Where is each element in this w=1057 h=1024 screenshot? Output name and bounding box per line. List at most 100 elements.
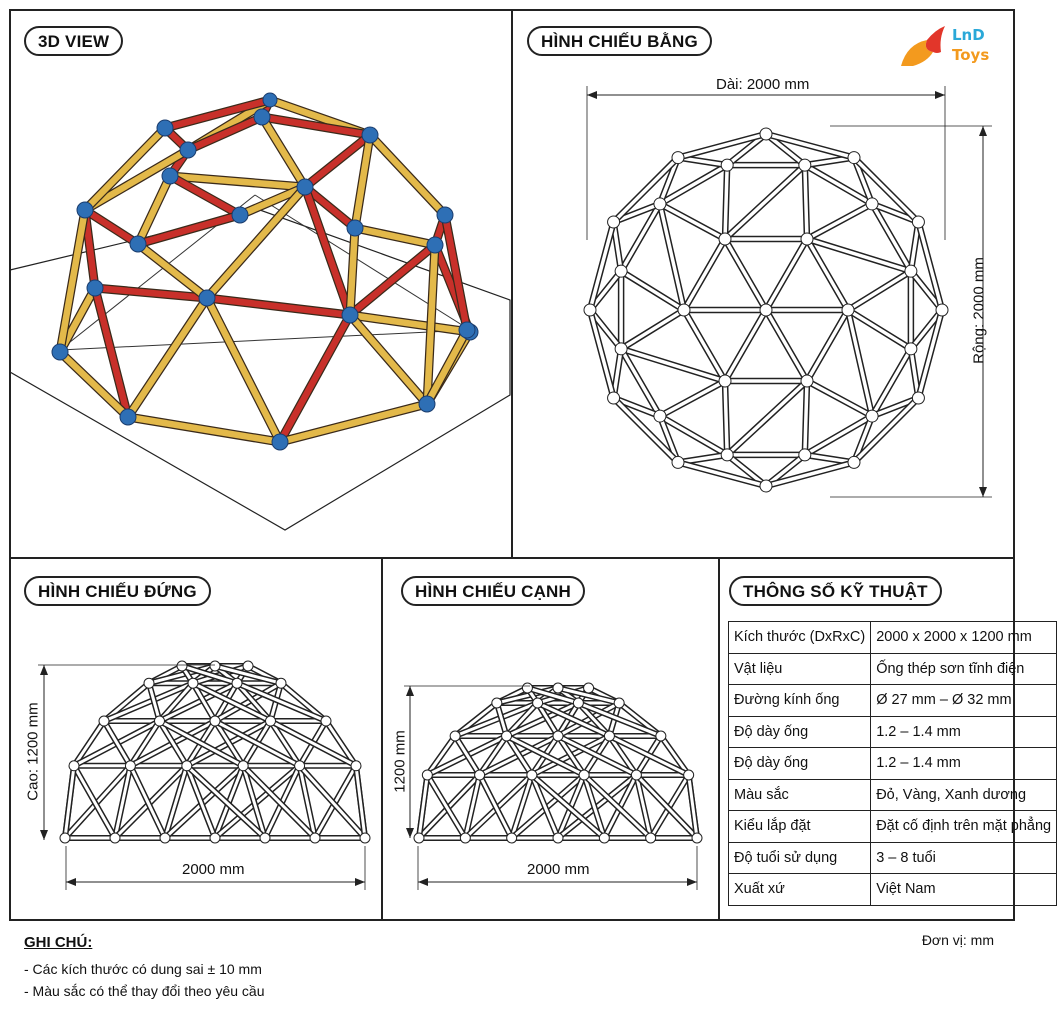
strut — [128, 719, 161, 768]
hub — [262, 92, 278, 108]
strut — [536, 701, 560, 738]
strut — [909, 308, 944, 351]
joint — [552, 832, 564, 844]
strut — [803, 155, 856, 167]
strut — [852, 155, 874, 206]
strut — [852, 414, 874, 465]
title-specs: THÔNG SỐ KỸ THUẬT — [729, 576, 942, 606]
joint — [187, 677, 199, 689]
joint — [532, 697, 544, 709]
joint — [59, 832, 71, 844]
strut — [870, 202, 921, 224]
hub — [296, 178, 314, 196]
spec-row: Kích thước (DxRxC)2000 x 2000 x 1200 mm — [727, 621, 1057, 654]
strut — [803, 453, 856, 465]
strut — [676, 460, 768, 488]
strut — [556, 734, 586, 777]
spec-label: Đường kính ống — [727, 684, 872, 717]
strut — [870, 396, 921, 418]
strut — [163, 764, 189, 840]
strut — [725, 453, 768, 488]
front-width-label: 2000 mm — [182, 861, 245, 878]
joint — [359, 832, 371, 844]
strut — [658, 202, 727, 241]
strut — [658, 163, 729, 206]
strut — [158, 719, 189, 768]
divider-bottom-left — [381, 557, 383, 921]
joint — [413, 832, 425, 844]
spec-value: Đặt cố định trên mặt phẳng — [870, 810, 1057, 843]
logo-flame-icon — [901, 26, 945, 66]
hub — [426, 236, 444, 254]
hub — [119, 408, 137, 426]
joint — [841, 303, 855, 317]
strut — [128, 764, 167, 840]
joint — [309, 832, 321, 844]
dome-top-view — [583, 86, 992, 498]
strut — [803, 163, 809, 241]
strut — [235, 681, 272, 723]
spec-value: Việt Nam — [870, 873, 1057, 906]
strut — [191, 681, 217, 723]
strut — [351, 131, 374, 232]
spec-value: 3 – 8 tuổi — [870, 841, 1057, 874]
joint — [798, 158, 812, 172]
strut — [213, 681, 283, 723]
strut — [354, 764, 367, 840]
strut — [184, 113, 266, 154]
joint — [350, 760, 362, 772]
strut — [611, 347, 623, 400]
strut — [607, 734, 691, 777]
brand-logo: LnD Toys — [897, 22, 997, 72]
strut — [916, 220, 944, 312]
strut — [805, 237, 850, 312]
strut — [425, 734, 457, 777]
strut — [619, 347, 662, 418]
hub — [231, 206, 249, 224]
joint — [671, 455, 685, 469]
strut — [723, 237, 768, 312]
joint — [159, 832, 171, 844]
joint — [759, 127, 773, 141]
strut — [134, 211, 244, 248]
strut — [478, 773, 514, 840]
joint — [603, 730, 615, 742]
joint — [614, 264, 628, 278]
strut — [634, 773, 699, 840]
strut — [607, 734, 638, 777]
joint — [798, 448, 812, 462]
strut — [846, 308, 874, 418]
strut — [185, 764, 267, 840]
strut — [276, 400, 431, 446]
strut — [505, 734, 534, 777]
strut — [81, 206, 142, 248]
strut — [298, 764, 317, 840]
strut — [803, 414, 874, 457]
hub — [179, 141, 197, 159]
spec-value: Ống thép sơn tĩnh điện — [870, 652, 1057, 685]
strut — [852, 155, 921, 224]
spec-label: Độ dày ống — [727, 715, 872, 748]
strut — [346, 311, 431, 408]
joint — [655, 730, 667, 742]
strut — [909, 347, 921, 400]
strut — [124, 294, 211, 421]
joint — [491, 697, 503, 709]
strut — [453, 701, 540, 738]
strut — [725, 379, 809, 457]
joint — [231, 677, 243, 689]
joint — [275, 677, 287, 689]
joint — [124, 760, 136, 772]
hub — [161, 167, 179, 185]
strut — [269, 719, 358, 768]
joint — [68, 760, 80, 772]
strut — [556, 734, 638, 777]
strut — [236, 183, 309, 219]
joint — [237, 760, 249, 772]
strut — [81, 124, 169, 214]
strut — [203, 183, 309, 302]
strut — [235, 681, 328, 723]
